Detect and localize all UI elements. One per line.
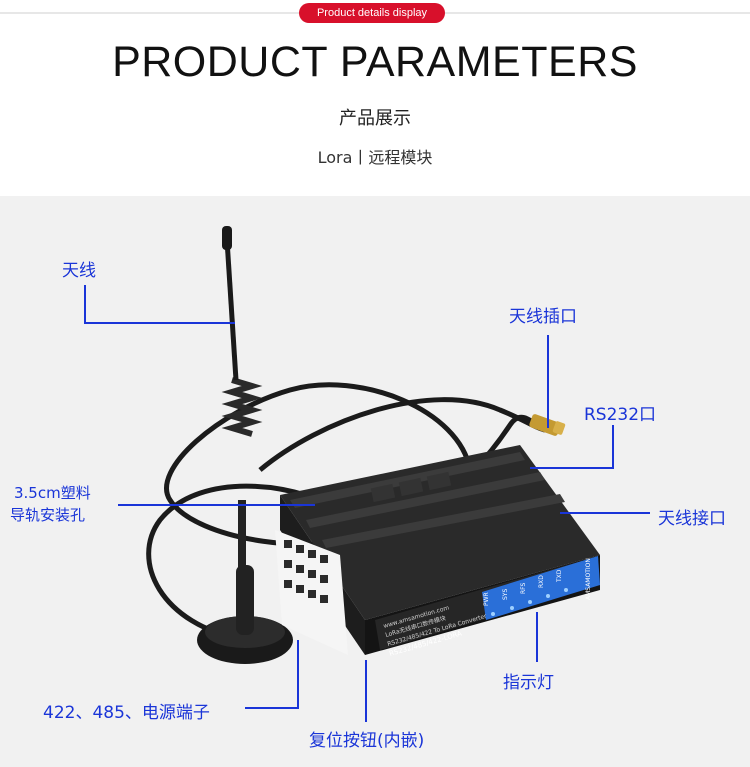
led-label-pwr: PWR bbox=[483, 592, 490, 606]
label-antenna-port: 天线插口 bbox=[509, 307, 577, 327]
label-rail-hole-line2: 导轨安装孔 bbox=[10, 506, 86, 524]
led-label-sys: SYS bbox=[502, 589, 509, 600]
label-rail-hole-line1: 3.5cm塑料 bbox=[14, 484, 91, 502]
callout-terminals bbox=[245, 640, 299, 709]
device-brand: AMSAMOTION bbox=[585, 558, 592, 600]
label-reset-button: 复位按钮(内嵌) bbox=[309, 731, 425, 751]
lora-device bbox=[275, 445, 600, 655]
callout-antenna bbox=[84, 285, 235, 324]
label-antenna: 天线 bbox=[62, 261, 96, 281]
page-subtitle: 产品展示 bbox=[339, 108, 411, 129]
label-terminals: 422、485、电源端子 bbox=[43, 703, 210, 723]
led-label-rxd: RXD bbox=[538, 575, 545, 588]
label-indicator: 指示灯 bbox=[503, 673, 554, 693]
label-antenna-interface: 天线接口 bbox=[658, 509, 726, 529]
section-badge: Product details display bbox=[299, 3, 445, 23]
indicator-leds bbox=[491, 588, 568, 616]
antenna bbox=[197, 226, 293, 664]
led-label-txd: TXD bbox=[556, 569, 563, 583]
sma-connector bbox=[529, 414, 566, 436]
callout-rs232 bbox=[530, 425, 614, 469]
label-rs232: RS232口 bbox=[584, 405, 657, 425]
led-label-rfs: RFS bbox=[520, 582, 527, 594]
callout-lines bbox=[84, 285, 650, 722]
page-title: PRODUCT PARAMETERS bbox=[112, 38, 638, 86]
header-section: Product details display PRODUCT PARAMETE… bbox=[0, 0, 750, 196]
product-caption: Lora丨远程模块 bbox=[317, 148, 433, 167]
